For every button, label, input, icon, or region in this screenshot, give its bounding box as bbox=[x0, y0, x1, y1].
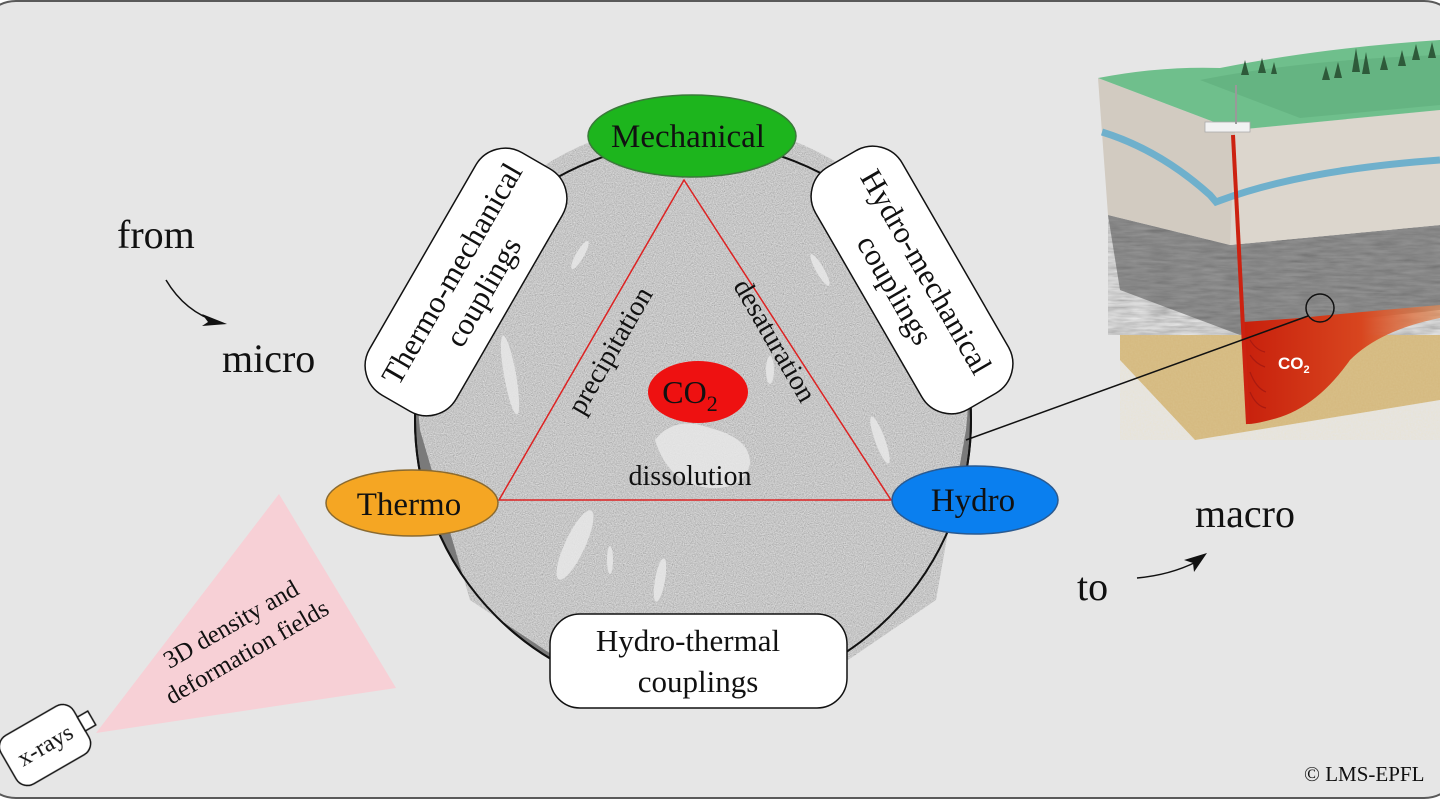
copyright-notice: © LMS-EPFL bbox=[1304, 762, 1424, 786]
to-label: to bbox=[1077, 564, 1108, 609]
flow-arrows bbox=[1249, 339, 1267, 409]
hydro-thermal-couplings-box[interactable]: Hydro-thermal couplings bbox=[549, 613, 848, 709]
macro-label: macro bbox=[1195, 491, 1295, 536]
coupling-triangle bbox=[497, 178, 893, 501]
micro-macro-link-line bbox=[965, 315, 1309, 441]
zoom-location-circle bbox=[1305, 293, 1335, 323]
hydro-node[interactable]: Hydro bbox=[891, 465, 1059, 535]
co2-label: CO bbox=[662, 374, 706, 410]
process-dissolution: dissolution bbox=[629, 461, 752, 492]
to-arrowhead-icon bbox=[1184, 553, 1207, 572]
micro-label: micro bbox=[222, 336, 315, 381]
mechanical-node[interactable]: Mechanical bbox=[587, 94, 797, 178]
xray-source-device[interactable]: x-rays bbox=[0, 694, 106, 790]
co2-plume bbox=[1243, 305, 1440, 424]
hydro-thermal-line2: couplings bbox=[638, 664, 759, 699]
from-arrowhead-icon bbox=[202, 314, 227, 326]
thermo-label: Thermo bbox=[357, 487, 461, 523]
aquifer-layer bbox=[1100, 128, 1440, 207]
reservoir-block-illustration: CO2 bbox=[1098, 40, 1440, 440]
plume-co2-label: CO2 bbox=[1278, 354, 1310, 376]
trees bbox=[1241, 42, 1436, 80]
co2-node[interactable]: CO2 bbox=[648, 361, 748, 423]
xray-beam bbox=[96, 494, 396, 733]
svg-text:CO2: CO2 bbox=[662, 374, 717, 416]
injection-well bbox=[1231, 134, 1250, 425]
grain-highlights bbox=[500, 241, 890, 602]
hydro-label: Hydro bbox=[931, 483, 1015, 519]
co2-subscript: 2 bbox=[707, 391, 718, 416]
from-label: from bbox=[117, 212, 195, 257]
thermo-node[interactable]: Thermo bbox=[325, 469, 499, 537]
drilling-rig bbox=[1204, 121, 1251, 133]
mechanical-label: Mechanical bbox=[611, 119, 765, 155]
to-arrow-icon bbox=[1136, 561, 1197, 579]
hydro-thermal-line1: Hydro-thermal bbox=[596, 623, 780, 658]
